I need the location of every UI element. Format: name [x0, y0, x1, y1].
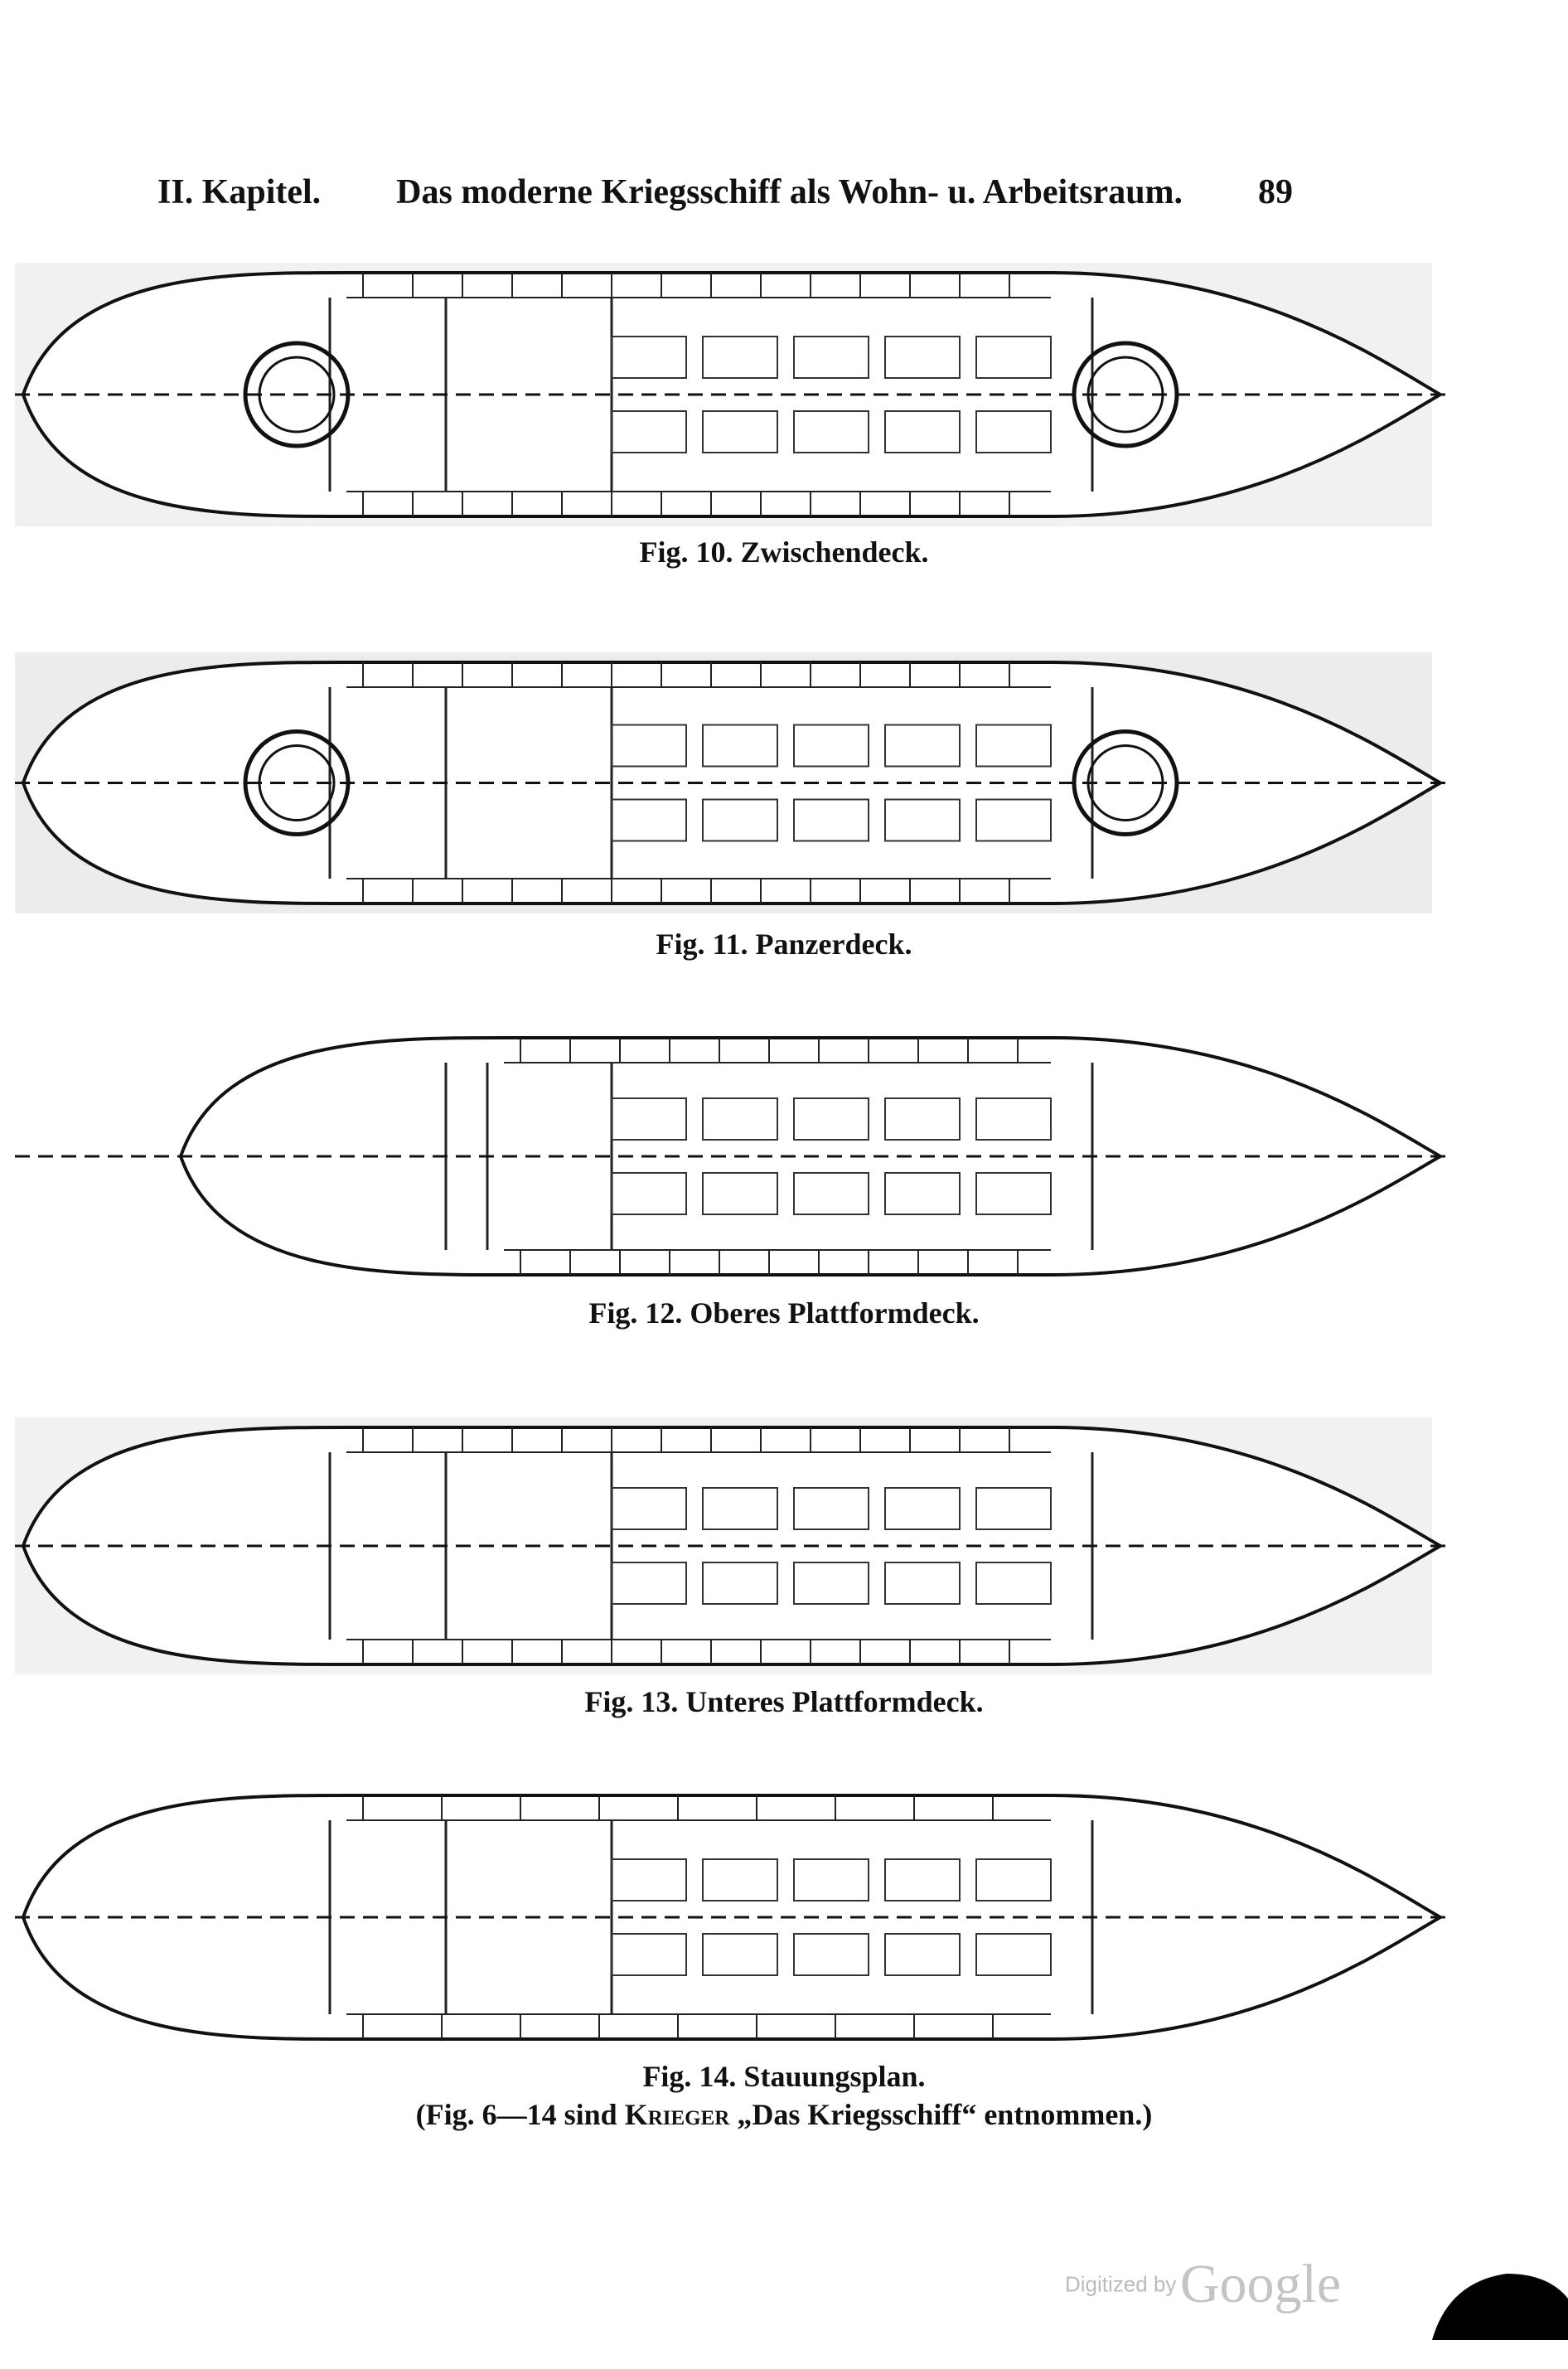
running-head-title: Das moderne Kriegsschiff als Wohn- u. Ar…	[396, 173, 1183, 211]
compartment	[793, 1858, 869, 1901]
compartment	[884, 336, 961, 379]
credit-suffix: „Das Kriegsschiff“ entnommen.)	[737, 2098, 1153, 2131]
compartment	[611, 1562, 687, 1605]
compartment	[611, 1858, 687, 1901]
compartment	[793, 1933, 869, 1976]
compartment	[793, 724, 869, 768]
compartment	[793, 1487, 869, 1530]
gun-turret	[243, 729, 351, 836]
compartment	[793, 1172, 869, 1215]
compartment	[975, 1858, 1052, 1901]
figure-13-deck-plan	[15, 1417, 1449, 1674]
compartment	[611, 1933, 687, 1976]
compartment	[611, 1172, 687, 1215]
turret-inner-ring	[258, 744, 336, 821]
compartment	[975, 336, 1052, 379]
compartment	[702, 1858, 778, 1901]
compartment	[884, 724, 961, 768]
compartment	[702, 1562, 778, 1605]
compartment	[793, 336, 869, 379]
watermark-brand: Google	[1179, 2254, 1342, 2314]
compartment	[884, 1172, 961, 1215]
compartment	[884, 410, 961, 453]
compartment	[702, 1172, 778, 1215]
watermark-prefix: Digitized by	[1065, 2271, 1177, 2297]
compartment	[975, 1933, 1052, 1976]
compartment	[611, 336, 687, 379]
compartment	[793, 798, 869, 842]
turret-inner-ring	[1086, 356, 1164, 434]
compartment	[975, 798, 1052, 842]
running-head: II. Kapitel. Das moderne Kriegsschiff al…	[157, 172, 1293, 212]
compartment	[975, 1562, 1052, 1605]
figure-10-deck-plan	[15, 263, 1449, 526]
compartment	[702, 1487, 778, 1530]
compartment	[884, 1858, 961, 1901]
figure-12-deck-plan	[15, 1036, 1449, 1277]
compartment	[611, 1097, 687, 1141]
gun-turret	[1072, 341, 1179, 448]
credit-author: Krieger	[624, 2098, 730, 2131]
figure-11-caption: Fig. 11. Panzerdeck.	[656, 928, 912, 961]
turret-inner-ring	[1086, 744, 1164, 821]
compartment	[702, 1097, 778, 1141]
credit-prefix: (Fig. 6—14 sind	[415, 2098, 617, 2131]
figure-14-caption: Fig. 14. Stauungsplan.	[642, 2060, 926, 2093]
google-watermark: Digitized by Google	[1065, 2253, 1341, 2316]
compartment	[975, 1487, 1052, 1530]
compartment	[611, 410, 687, 453]
inner-deck-line	[346, 297, 1051, 492]
compartment	[884, 1487, 961, 1530]
compartment	[793, 1562, 869, 1605]
figure-11-deck-plan	[15, 652, 1449, 913]
compartment	[611, 1487, 687, 1530]
compartment	[702, 336, 778, 379]
compartment	[702, 1933, 778, 1976]
compartment	[975, 1172, 1052, 1215]
compartment	[975, 1097, 1052, 1141]
compartment	[702, 724, 778, 768]
figure-credit: (Fig. 6—14 sind Krieger „Das Kriegsschif…	[0, 2097, 1568, 2132]
compartment	[884, 798, 961, 842]
compartment	[611, 724, 687, 768]
turret-inner-ring	[258, 356, 336, 434]
figure-10-caption: Fig. 10. Zwischendeck.	[639, 535, 929, 569]
compartment	[702, 410, 778, 453]
compartment	[702, 798, 778, 842]
inner-deck-line	[346, 1819, 1051, 2015]
compartment	[793, 410, 869, 453]
gun-turret	[1072, 729, 1179, 836]
compartment	[884, 1097, 961, 1141]
figure-14-stowage-plan	[15, 1794, 1449, 2041]
inner-deck-line	[346, 686, 1051, 879]
compartment	[884, 1933, 961, 1976]
compartment	[793, 1097, 869, 1141]
page-corner-mark	[1432, 2274, 1568, 2340]
figure-12-caption: Fig. 12. Oberes Plattformdeck.	[588, 1296, 980, 1330]
inner-deck-line	[346, 1451, 1051, 1640]
compartment	[975, 410, 1052, 453]
inner-deck-line	[504, 1062, 1051, 1251]
page-number: 89	[1258, 173, 1293, 211]
running-head-chapter: II. Kapitel.	[157, 173, 322, 211]
compartment	[611, 798, 687, 842]
compartment	[975, 724, 1052, 768]
gun-turret	[243, 341, 351, 448]
compartment	[884, 1562, 961, 1605]
figure-13-caption: Fig. 13. Unteres Plattformdeck.	[584, 1685, 984, 1718]
